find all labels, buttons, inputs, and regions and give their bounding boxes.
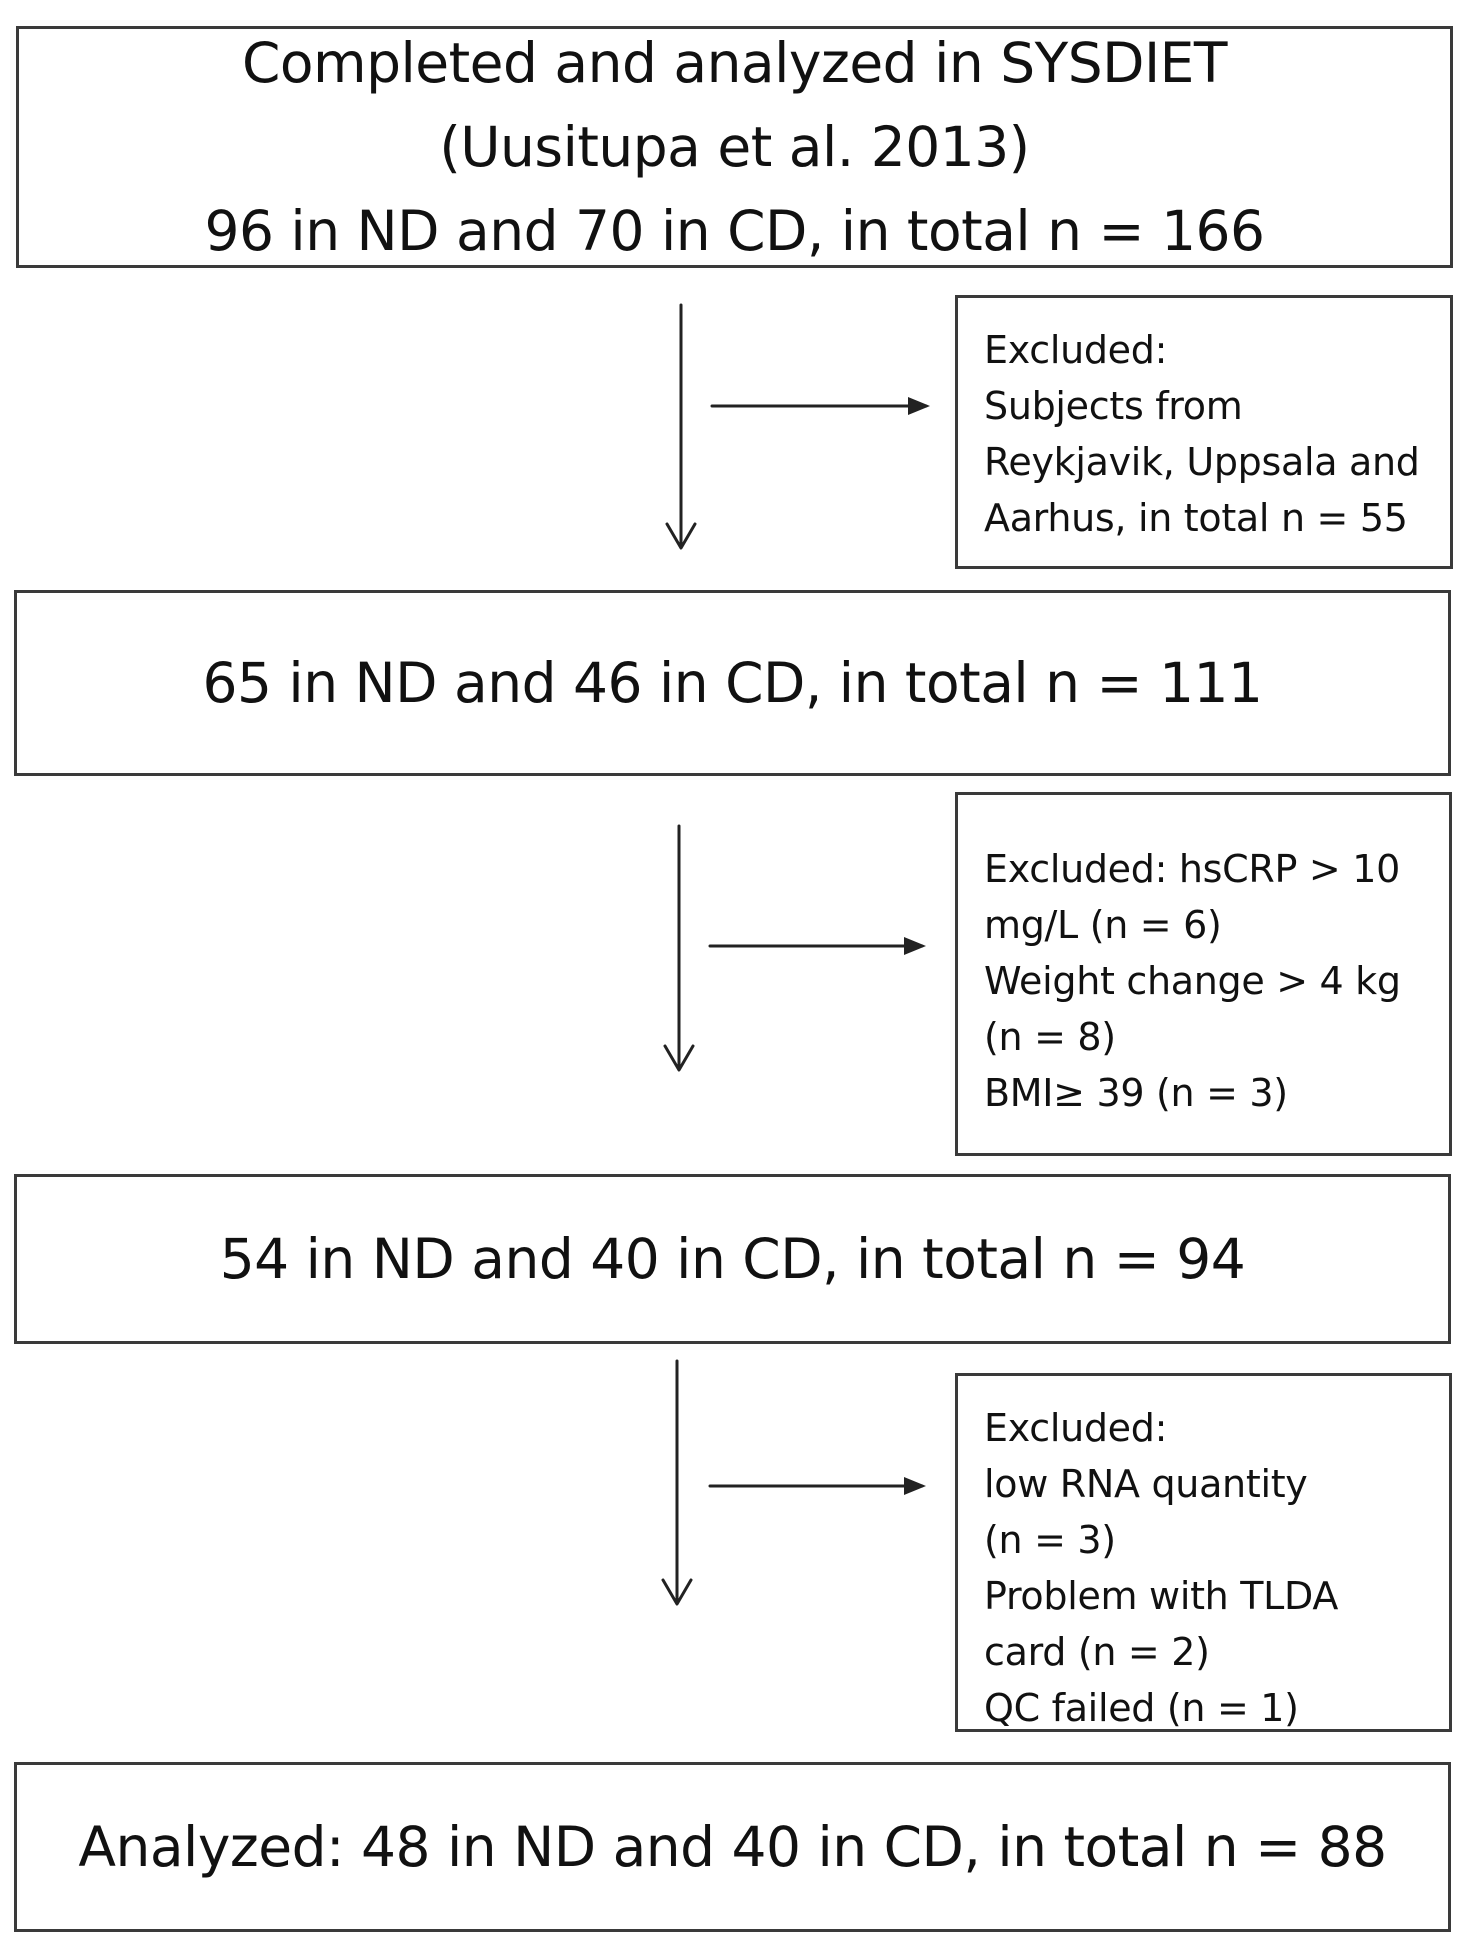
exclusion-1-line-4: Aarhus, in total n = 55 [984, 496, 1408, 540]
stage-box-1: Completed and analyzed in SYSDIET (Uusit… [16, 26, 1453, 268]
stage-4-line-1: Analyzed: 48 in ND and 40 in CD, in tota… [78, 1815, 1387, 1879]
exclusion-3-line-6: QC failed (n = 1) [984, 1686, 1299, 1730]
exclusion-2-line-3: Weight change > 4 kg [984, 959, 1401, 1003]
exclusion-2-line-1: Excluded: hsCRP > 10 [984, 847, 1400, 891]
down-arrow-2 [663, 824, 695, 1072]
stage-box-3: 54 in ND and 40 in CD, in total n = 94 [14, 1174, 1451, 1344]
exclusion-box-3: Excluded: low RNA quantity (n = 3) Probl… [955, 1373, 1452, 1732]
exclusion-3-line-1: Excluded: [984, 1406, 1168, 1450]
exclusion-2-line-4: (n = 8) [984, 1015, 1116, 1059]
exclusion-1-line-2: Subjects from [984, 384, 1243, 428]
right-arrowhead-2 [904, 937, 926, 955]
stage-2-line-1: 65 in ND and 46 in CD, in total n = 111 [202, 651, 1263, 715]
stage-1-line-3: 96 in ND and 70 in CD, in total n = 166 [204, 199, 1265, 263]
stage-1-line-1: Completed and analyzed in SYSDIET [241, 31, 1228, 95]
exclusion-3-line-5: card (n = 2) [984, 1630, 1210, 1674]
down-arrow-1 [665, 303, 697, 550]
exclusion-1-line-3: Reykjavik, Uppsala and [984, 440, 1420, 484]
exclusion-3-line-3: (n = 3) [984, 1518, 1116, 1562]
exclusion-3-line-4: Problem with TLDA [984, 1574, 1339, 1618]
exclusion-box-2: Excluded: hsCRP > 10 mg/L (n = 6) Weight… [955, 792, 1452, 1156]
exclusion-box-1: Excluded: Subjects from Reykjavik, Uppsa… [955, 295, 1453, 569]
stage-3-line-1: 54 in ND and 40 in CD, in total n = 94 [219, 1227, 1246, 1291]
exclusion-2-line-2: mg/L (n = 6) [984, 903, 1222, 947]
stage-box-4: Analyzed: 48 in ND and 40 in CD, in tota… [14, 1762, 1451, 1932]
stage-box-2: 65 in ND and 46 in CD, in total n = 111 [14, 590, 1451, 776]
stage-1-line-2: (Uusitupa et al. 2013) [439, 115, 1030, 179]
right-arrowhead-3 [904, 1477, 926, 1495]
right-arrowhead-1 [908, 397, 930, 415]
exclusion-2-line-5: BMI≥ 39 (n = 3) [984, 1071, 1288, 1115]
exclusion-1-line-1: Excluded: [984, 328, 1168, 372]
exclusion-3-line-2: low RNA quantity [984, 1462, 1308, 1506]
down-arrow-3 [661, 1359, 693, 1606]
